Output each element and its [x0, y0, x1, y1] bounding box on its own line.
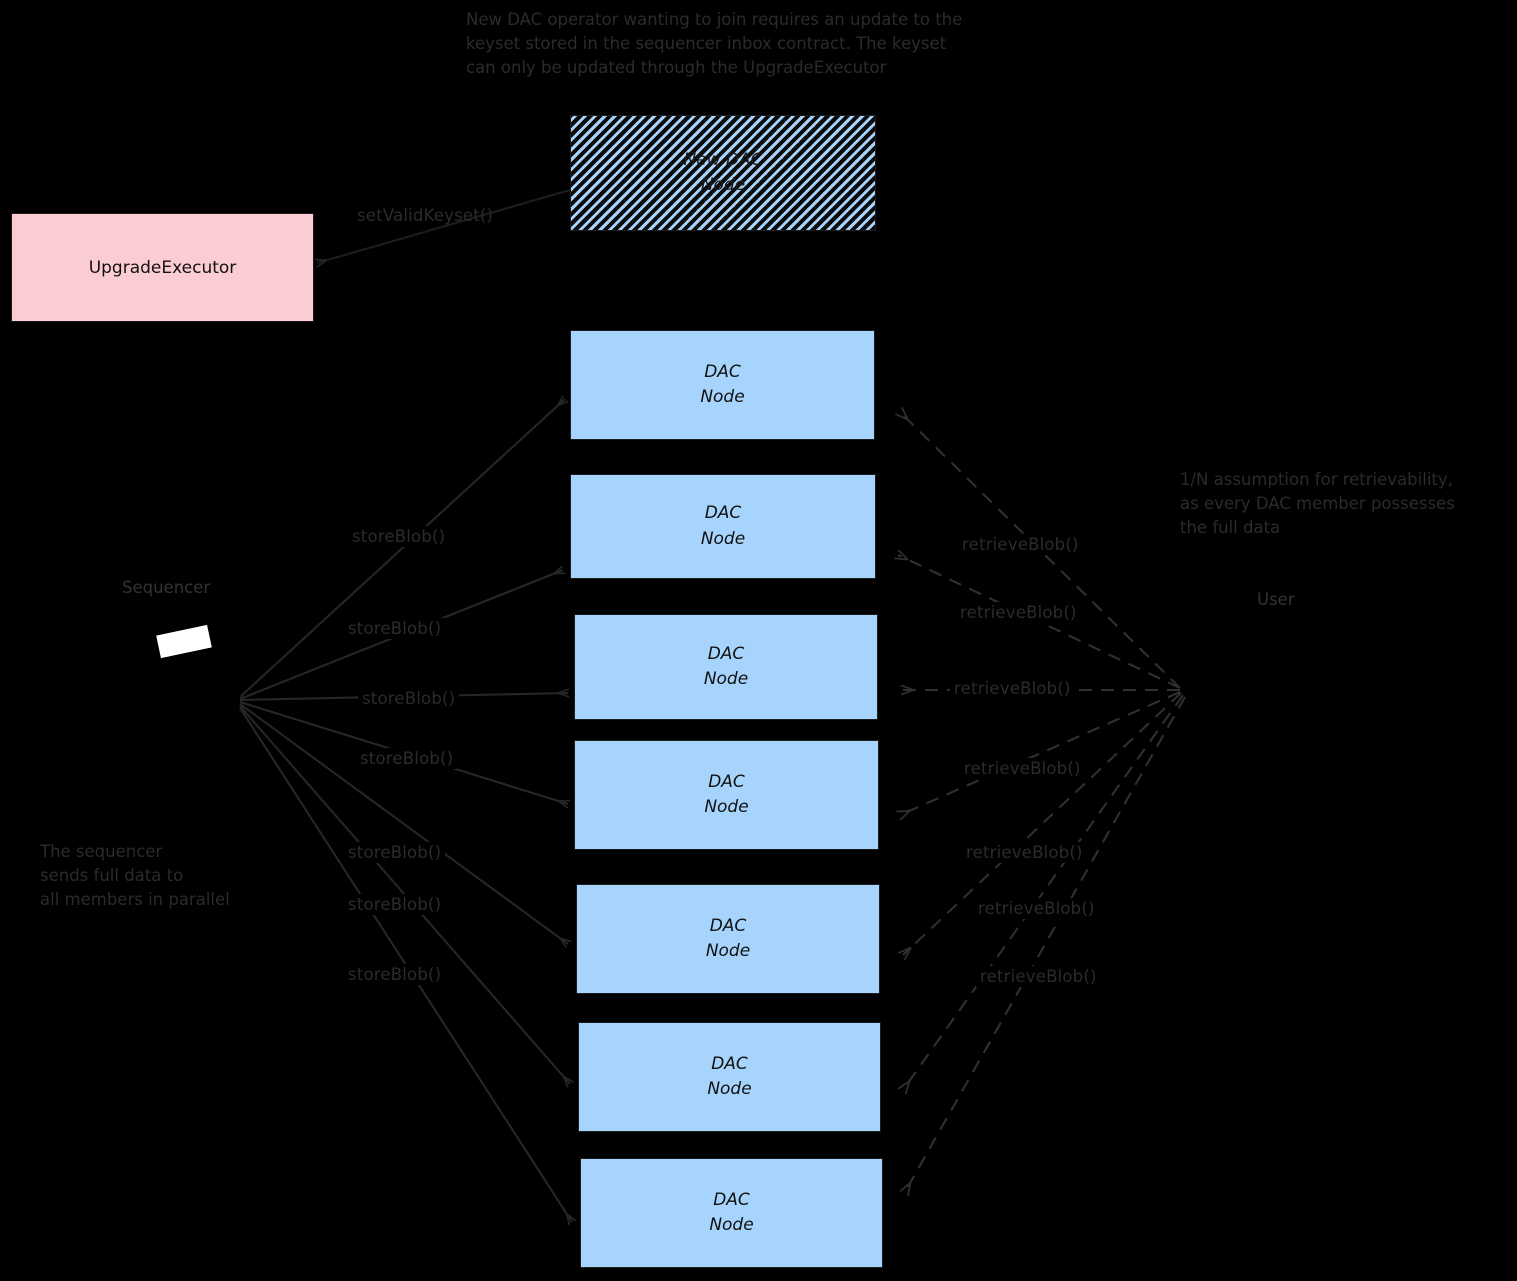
edge-retrieve-blob-7	[899, 696, 1186, 1197]
edge-store-blob-1	[239, 395, 569, 698]
new-dac-node-box[interactable]: New DAC Node	[570, 115, 876, 231]
edge-group-retrieve-blob	[894, 406, 1186, 1197]
edge-label-retrieve-blob-5: retrieveBlob()	[962, 842, 1087, 863]
dac-node-6-line1: DAC	[711, 1053, 748, 1074]
dac-node-box-4[interactable]: DAC Node	[574, 740, 879, 850]
edge-label-set-valid-keyset: setValidKeyset()	[357, 206, 494, 225]
edge-label-store-blob-3: storeBlob()	[358, 688, 460, 709]
dac-node-4-line2: Node	[704, 797, 749, 817]
dac-node-5-line1: DAC	[709, 915, 747, 936]
dac-node-box-6[interactable]: DAC Node	[578, 1022, 881, 1132]
dac-node-box-7[interactable]: DAC Node	[580, 1158, 883, 1268]
edge-label-store-blob-1: storeBlob()	[348, 526, 450, 547]
new-dac-node-line1: New DAC	[683, 149, 763, 170]
dac-node-box-2[interactable]: DAC Node	[570, 474, 876, 579]
edge-set-valid-keyset	[314, 188, 571, 268]
dac-node-1-line2: Node	[700, 387, 745, 407]
edge-label-retrieve-blob-1: retrieveBlob()	[958, 534, 1083, 555]
edge-group-store-blob	[239, 395, 577, 1226]
dac-node-5-line2: Node	[705, 941, 751, 961]
dac-node-2-line1: DAC	[704, 503, 742, 523]
upgrade-executor-label: UpgradeExecutor	[88, 257, 237, 278]
dac-node-4-line1: DAC	[708, 771, 745, 792]
edge-label-retrieve-blob-7: retrieveBlob()	[976, 966, 1101, 987]
edge-label-retrieve-blob-3: retrieveBlob()	[950, 678, 1075, 699]
new-dac-node-line2: Node	[700, 175, 746, 195]
dac-node-box-3[interactable]: DAC Node	[574, 614, 878, 720]
dac-node-2-line2: Node	[700, 528, 746, 549]
dac-node-1-line1: DAC	[704, 361, 741, 382]
annotation-left-note: The sequencer sends full data to all mem…	[40, 842, 230, 909]
user-label: User	[1257, 590, 1295, 609]
edge-label-retrieve-blob-6: retrieveBlob()	[974, 898, 1099, 919]
edge-label-store-blob-6: storeBlob()	[344, 894, 446, 915]
annotation-right-note: 1/N assumption for retrievability, as ev…	[1180, 470, 1455, 537]
edge-label-store-blob-4: storeBlob()	[356, 748, 458, 769]
edge-retrieve-blob-6	[897, 694, 1184, 1095]
dac-node-7-line1: DAC	[713, 1189, 750, 1210]
annotation-top-note: New DAC operator wanting to join require…	[466, 10, 963, 77]
edge-label-retrieve-blob-4: retrieveBlob()	[960, 758, 1085, 779]
dac-node-box-1[interactable]: DAC Node	[570, 330, 875, 440]
sequencer-label: Sequencer	[122, 578, 211, 597]
dac-node-6-line2: Node	[707, 1079, 752, 1099]
upgrade-executor-box[interactable]: UpgradeExecutor	[11, 213, 314, 322]
edge-label-store-blob-5: storeBlob()	[344, 842, 446, 863]
edge-label-retrieve-blob-2: retrieveBlob()	[956, 602, 1081, 623]
edge-label-store-blob-2: storeBlob()	[344, 618, 446, 639]
edge-label-store-blob-7: storeBlob()	[344, 964, 446, 985]
edge-retrieve-blob-4	[896, 691, 1181, 821]
dac-node-3-line1: DAC	[707, 643, 745, 664]
dac-node-box-5[interactable]: DAC Node	[576, 884, 880, 994]
dac-node-7-line2: Node	[709, 1215, 754, 1235]
dac-node-3-line2: Node	[703, 669, 749, 689]
edge-retrieve-blob-5	[898, 692, 1182, 961]
edge-store-blob-5	[239, 703, 572, 949]
